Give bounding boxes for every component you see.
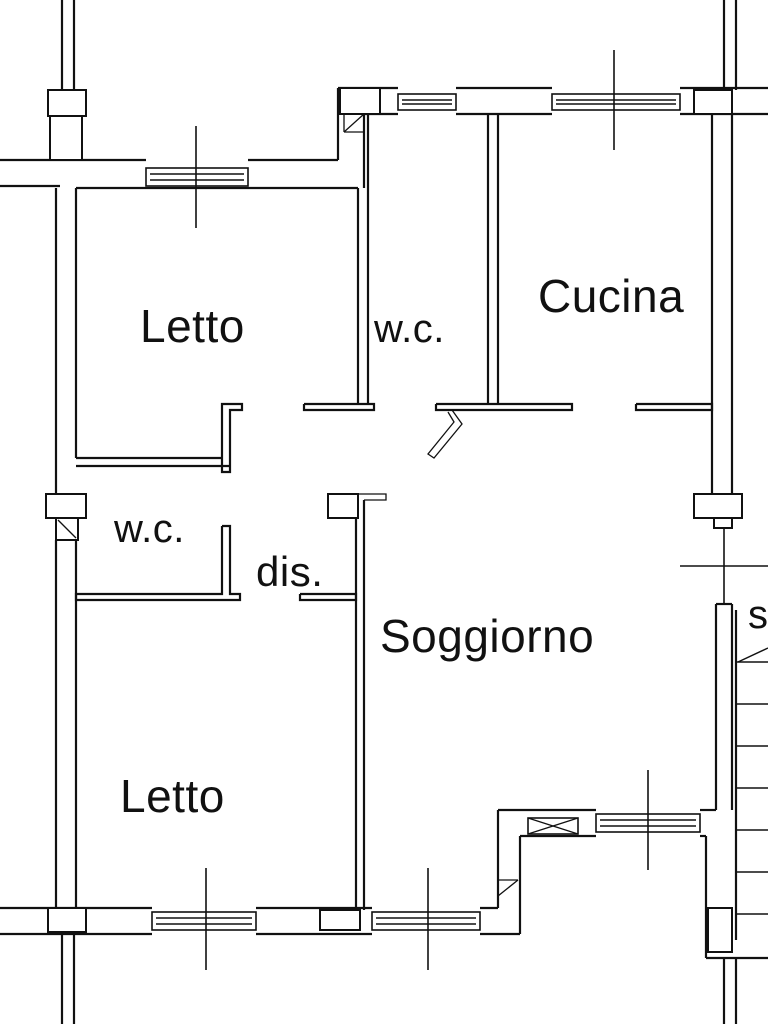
pillar-center <box>327 493 359 519</box>
pillar-top-left <box>47 89 87 117</box>
room-label-kitchen: Cucina <box>538 270 684 322</box>
window-living-bottom <box>371 911 481 931</box>
pillar-mid-left <box>45 493 87 519</box>
room-label-stair-edge: s <box>748 593 768 637</box>
interior-walls <box>74 114 714 910</box>
staircase <box>734 610 768 940</box>
pillar-bottom-center <box>319 909 361 931</box>
pillar-bottom-right <box>707 907 733 953</box>
room-labels: Letto w.c. Cucina w.c. dis. Soggiorno Le… <box>113 270 768 822</box>
window-axis-marks <box>195 50 768 970</box>
pillar-bottom-left <box>47 907 87 933</box>
vent-box <box>527 817 579 835</box>
window-wc-top <box>397 93 457 111</box>
windows <box>145 93 701 931</box>
room-label-wc-top: w.c. <box>373 307 445 351</box>
room-label-living-room: Soggiorno <box>380 610 594 662</box>
outer-walls <box>0 86 768 1024</box>
pillar-top-right <box>693 89 733 115</box>
room-label-wc-bottom: w.c. <box>113 507 185 551</box>
room-label-bedroom-top: Letto <box>140 300 245 352</box>
window-bedroom-bottom <box>151 911 257 931</box>
room-label-bedroom-bottom: Letto <box>120 770 225 822</box>
pillar-top-middle <box>339 87 381 115</box>
neighbor-walls-top <box>60 0 738 92</box>
window-bedroom-top <box>145 167 249 187</box>
pillar-mid-right <box>693 493 743 519</box>
room-label-hallway: dis. <box>256 548 323 595</box>
window-kitchen <box>551 93 681 111</box>
pillars <box>45 87 743 953</box>
